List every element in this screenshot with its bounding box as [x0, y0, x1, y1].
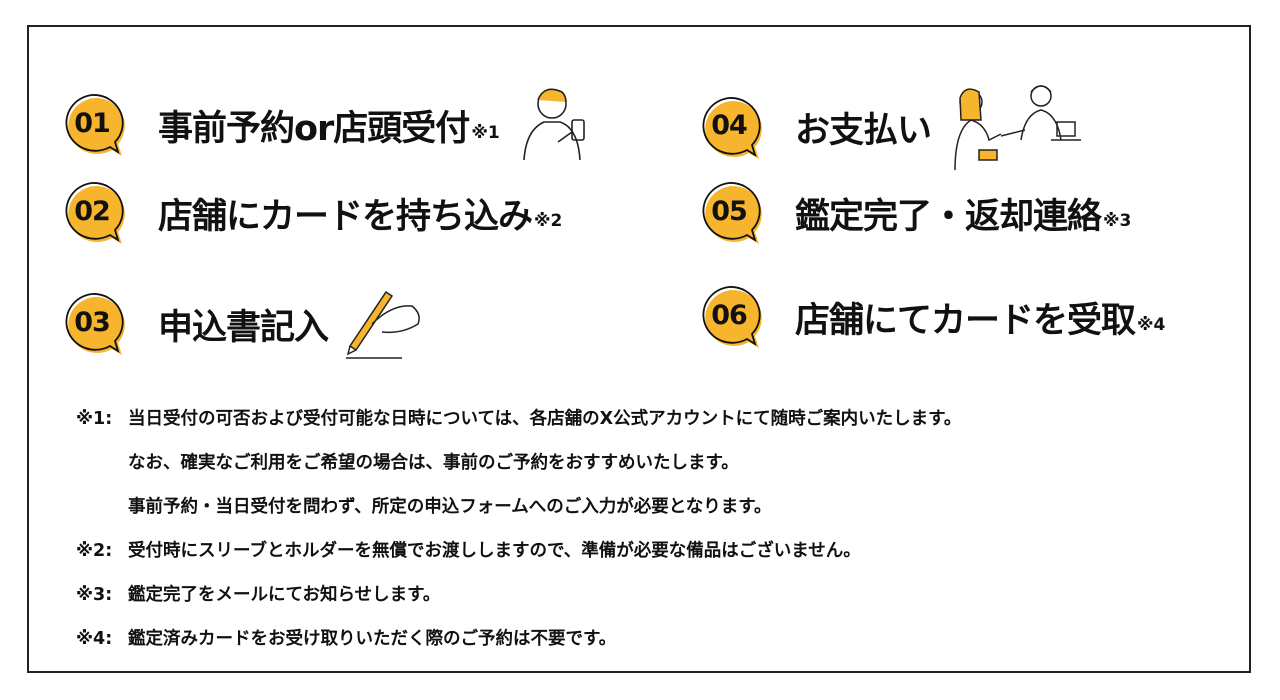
- step-01: 01 事前予約or店頭受付 ※1: [60, 80, 594, 170]
- footnote-1-line-3: 事前予約・当日受付を問わず、所定の申込フォームへのご入力が必要となります。: [128, 497, 772, 517]
- step-title: 鑑定完了・返却連絡: [795, 196, 1102, 237]
- speech-bubble-icon: [65, 94, 125, 156]
- step-title: お支払い: [795, 111, 932, 151]
- content-frame: [27, 25, 1251, 673]
- speech-bubble-icon: [65, 182, 125, 244]
- hand-writing-pen-icon: [346, 290, 420, 359]
- step-title: 店舗にてカードを受取: [795, 300, 1136, 341]
- footnote-3: ※3:鑑定完了をメールにてお知らせします。: [76, 585, 441, 605]
- step-title: 申込書記入: [158, 307, 329, 348]
- step-03: 03 申込書記入: [60, 284, 432, 364]
- footnote-1-line-2: なお、確実なご利用をご希望の場合は、事前のご予約をおすすめいたします。: [128, 453, 739, 473]
- footnote-1: ※1:当日受付の可否および受付可能な日時については、各店舗のX公式アカウントにて…: [76, 409, 962, 429]
- person-with-smartphone-icon: [522, 88, 585, 161]
- note-reference: ※3: [1103, 211, 1132, 231]
- step-title: 事前予約or店頭受付: [158, 108, 470, 149]
- speech-bubble-icon: [702, 286, 762, 348]
- cashier-payment-icon: [954, 85, 1082, 171]
- step-05: 05 鑑定完了・返却連絡 ※3: [697, 180, 1131, 246]
- note-reference: ※1: [471, 123, 500, 143]
- step-04: 04 お支払い: [697, 80, 1085, 175]
- step-number-badge: 02: [60, 180, 128, 246]
- step-number-badge: 06: [697, 284, 765, 350]
- step-06: 06 店舗にてカードを受取 ※4: [697, 284, 1165, 350]
- step-number-badge: 05: [697, 180, 765, 246]
- note-reference: ※4: [1137, 315, 1166, 335]
- speech-bubble-icon: [702, 96, 762, 159]
- footnotes: ※1:当日受付の可否および受付可能な日時については、各店舗のX公式アカウントにて…: [76, 404, 961, 668]
- step-number-badge: 01: [60, 92, 128, 158]
- step-number-badge: 03: [60, 291, 128, 357]
- step-title: 店舗にカードを持ち込み: [158, 196, 533, 237]
- speech-bubble-icon: [702, 182, 762, 244]
- step-number-badge: 04: [697, 95, 765, 161]
- note-reference: ※2: [534, 211, 563, 231]
- footnote-2: ※2:受付時にスリーブとホルダーを無償でお渡ししますので、準備が必要な備品はござ…: [76, 541, 861, 561]
- speech-bubble-icon: [65, 293, 125, 355]
- footnote-4: ※4:鑑定済みカードをお受け取りいただく際のご予約は不要です。: [76, 629, 617, 649]
- step-02: 02 店舗にカードを持ち込み ※2: [60, 180, 562, 246]
